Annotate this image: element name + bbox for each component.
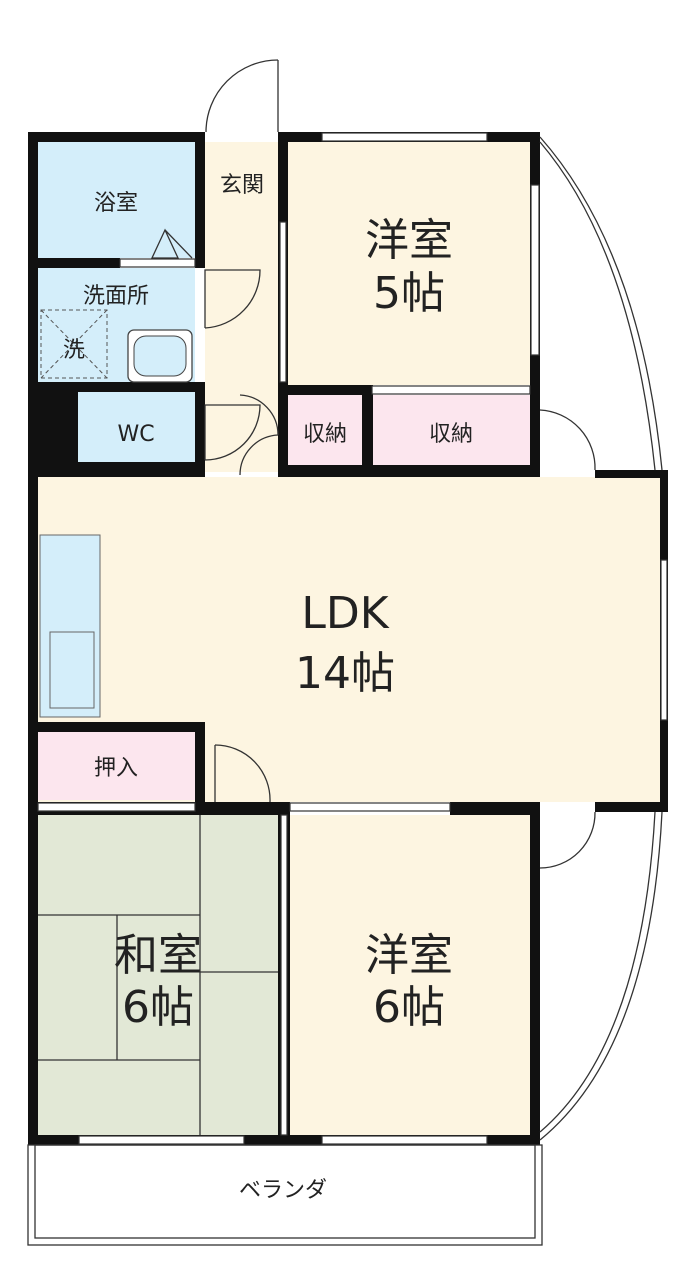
label-ldk-size: 14帖 [295, 648, 395, 699]
label-veranda: ベランダ [239, 1178, 327, 1203]
storage-2 [373, 395, 530, 465]
balcony-outline [27, 136, 663, 1246]
sink [49, 631, 95, 709]
entrance-hall [205, 142, 280, 472]
label-bath: 浴室 [94, 191, 138, 216]
label-western2-size: 6帖 [373, 982, 445, 1033]
washer-space [40, 309, 108, 379]
basin-bowl [133, 335, 187, 377]
label-storage2: 収納 [429, 422, 473, 447]
washer-cross [40, 309, 108, 379]
western-room-2 [290, 815, 530, 1135]
western-room-1 [288, 142, 530, 385]
closet [38, 732, 195, 800]
tatami-lines [38, 815, 280, 1135]
japanese-room [38, 815, 280, 1135]
label-japanese-name: 和室 [114, 930, 202, 981]
label-washer: 洗 [63, 338, 85, 363]
label-japanese-size: 6帖 [122, 982, 194, 1033]
doors [150, 59, 596, 869]
wc-room [78, 392, 195, 462]
windows [37, 132, 668, 1145]
label-western2-name: 洋室 [365, 930, 453, 981]
label-entrance: 玄関 [220, 173, 264, 198]
label-storage1: 収納 [303, 422, 347, 447]
storage-1 [288, 395, 362, 465]
label-ldk-name: LDK [301, 588, 389, 639]
label-washroom: 洗面所 [83, 284, 149, 309]
label-western1-name: 洋室 [365, 215, 453, 266]
label-closet: 押入 [94, 756, 138, 781]
label-western1-size: 5帖 [373, 268, 445, 319]
label-wc: WC [117, 422, 154, 447]
